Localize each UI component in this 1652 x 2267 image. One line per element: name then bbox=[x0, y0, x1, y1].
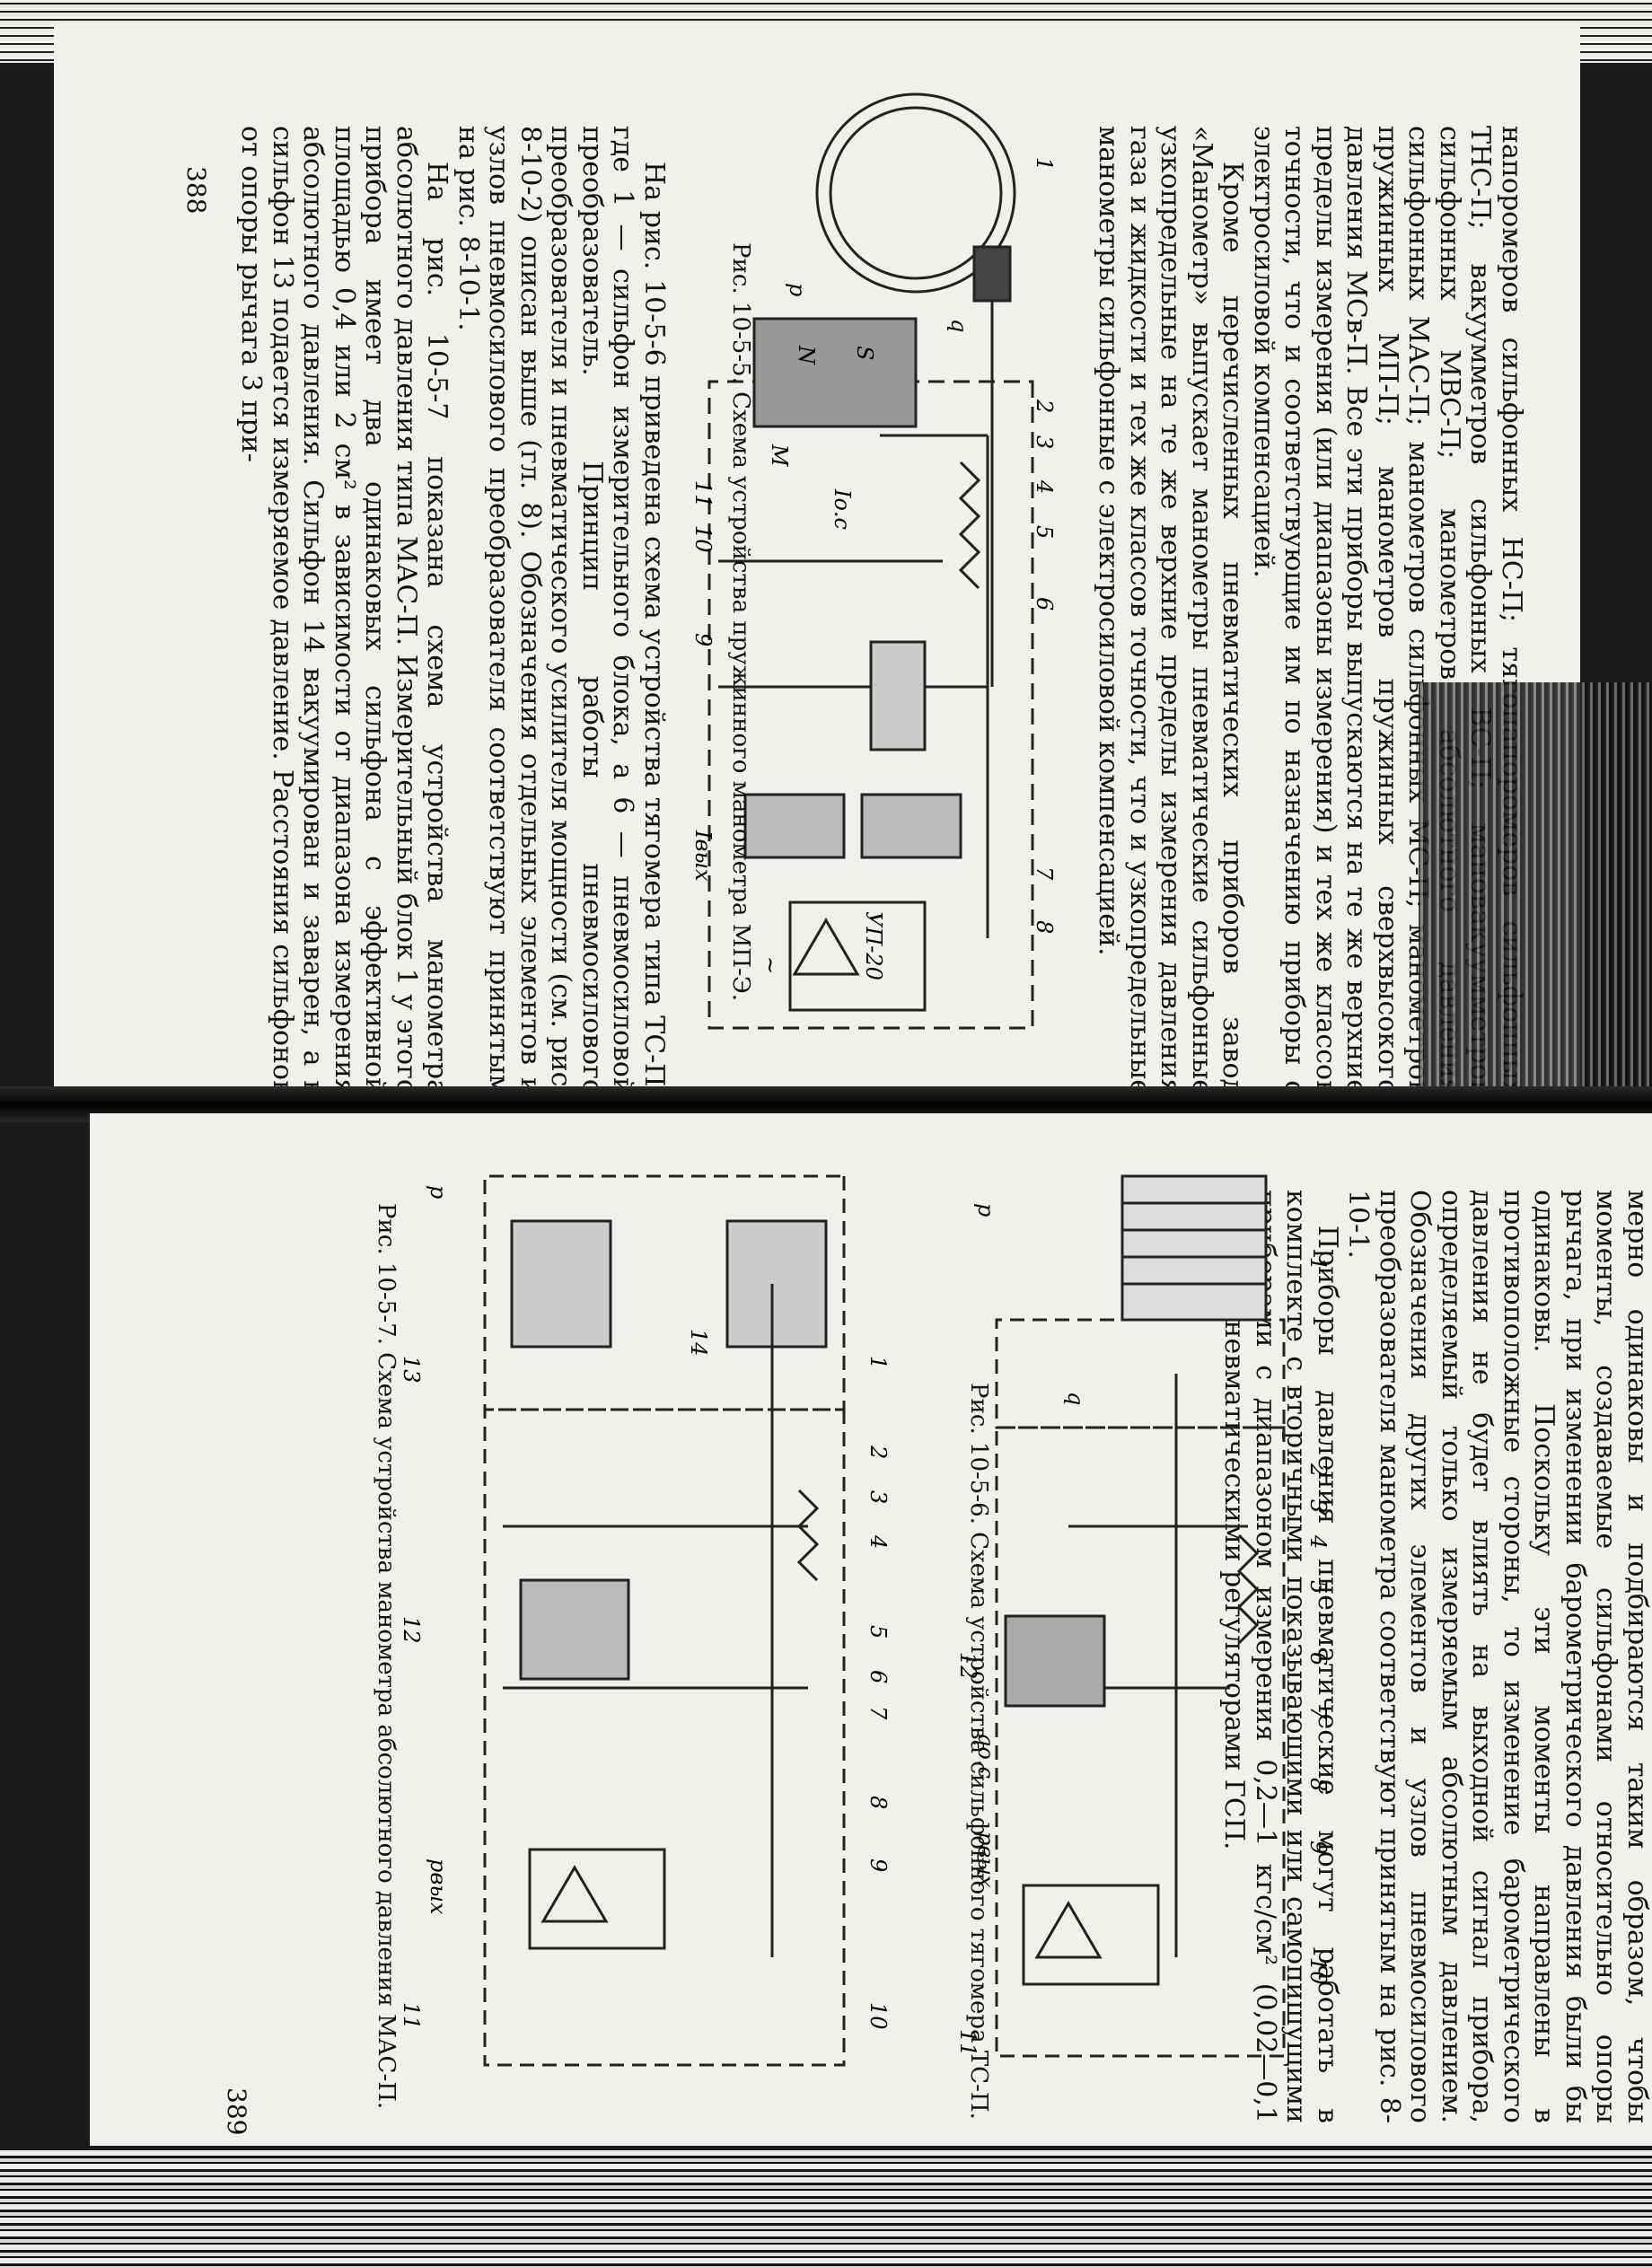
figure-diagram-mas-p: 1 2 3 4 5 6 7 8 9 10 11 12 13 14 p pвых bbox=[399, 1174, 891, 2067]
figure-label: 7 bbox=[1305, 1706, 1331, 1720]
page-389: мерно одинаковы и подбираются таким обра… bbox=[90, 1113, 1652, 2146]
figure-label: 6 bbox=[1305, 1652, 1331, 1665]
paragraph: На рис. 10-5-6 приведена схема устройств… bbox=[453, 126, 670, 1095]
figure-label: pвых bbox=[973, 1832, 998, 1888]
figure-10-5-6: 1 2 3 4 5 6 7 8 9 10 11 12 p q qо.с pвых bbox=[952, 1149, 1338, 2101]
figure-label: 3 bbox=[866, 1490, 891, 1504]
figure-label: p bbox=[785, 283, 810, 296]
page-388: напоромеров сильфонных НС-П; тягонапором… bbox=[54, 22, 1580, 1095]
figure-caption: Рис. 10-5-6. Схема устройства сильфонног… bbox=[965, 1383, 992, 2120]
page-number: 389 bbox=[222, 2087, 251, 2136]
paragraph: На рис. 10-5-7 показана схема устройства… bbox=[235, 126, 453, 1095]
figure-label: 9 bbox=[866, 1858, 891, 1872]
figure-label: 6 bbox=[866, 1670, 891, 1683]
figure-label: p bbox=[973, 1203, 998, 1217]
figure-10-5-5: 1 2 3 4 5 6 7 8 9 10 11 p q M S N Iвых У… bbox=[682, 58, 1059, 1046]
figure-label: 10 bbox=[690, 525, 716, 553]
figure-label: p bbox=[426, 1185, 451, 1199]
figure-label: 8 bbox=[1032, 920, 1057, 934]
figure-label: 13 bbox=[399, 1356, 424, 1384]
figure-label: 1 bbox=[1032, 157, 1057, 171]
figure-label: pвых bbox=[426, 1858, 451, 1915]
figure-label: 5 bbox=[1305, 1580, 1331, 1594]
figure-label: Iо.с bbox=[830, 488, 855, 530]
figure-diagram-mp-e: 1 2 3 4 5 6 7 8 9 10 11 p q M S N Iвых У… bbox=[690, 92, 1057, 1030]
figure-label: M bbox=[767, 444, 792, 468]
figure-label: 10 bbox=[866, 2002, 891, 2030]
figure-label: УП-20 bbox=[861, 911, 886, 980]
figure-caption: Рис. 10-5-5. Схема устройства пружинного… bbox=[727, 242, 754, 1002]
scan-bottom-edge bbox=[0, 2150, 1652, 2267]
figure-label: 1 bbox=[1305, 1257, 1331, 1270]
paragraph: мерно одинаковы и подбираются таким обра… bbox=[1342, 1190, 1652, 2123]
figure-label: 11 bbox=[690, 480, 716, 508]
figure-label: 4 bbox=[866, 1534, 891, 1549]
figure-label: 3 bbox=[1032, 435, 1057, 449]
figure-diagram-ts-p: 1 2 3 4 5 6 7 8 9 10 11 12 p q qо.с pвых bbox=[955, 1174, 1331, 2058]
figure-label: 8 bbox=[1305, 1778, 1331, 1791]
figure-label: 1 bbox=[866, 1356, 891, 1369]
figure-label: S bbox=[852, 346, 877, 360]
figure-label: 2 bbox=[866, 1445, 891, 1459]
scan-edge-noise bbox=[1419, 682, 1652, 1104]
page-number: 388 bbox=[181, 166, 211, 215]
figure-label: 4 bbox=[1032, 479, 1057, 494]
figure-label: 4 bbox=[1305, 1534, 1331, 1549]
paragraph: Кроме перечисленных пневматических прибо… bbox=[1093, 126, 1249, 1095]
figure-label: ~ bbox=[758, 956, 783, 974]
figure-label: N bbox=[794, 345, 819, 365]
figure-label: Iвых bbox=[690, 830, 716, 882]
figure-label: 11 bbox=[955, 2029, 980, 2057]
figure-label: 7 bbox=[866, 1706, 891, 1720]
figure-label: 2 bbox=[1305, 1463, 1331, 1477]
figure-label: 7 bbox=[1032, 866, 1057, 881]
figure-label: 6 bbox=[1032, 597, 1057, 611]
figure-label: 8 bbox=[866, 1796, 891, 1809]
figure-label: 12 bbox=[955, 1652, 980, 1680]
figure-label: 5 bbox=[866, 1625, 891, 1639]
figure-label: 5 bbox=[1032, 525, 1057, 539]
figure-label: 2 bbox=[1032, 399, 1057, 413]
figure-label: 12 bbox=[399, 1616, 424, 1644]
figure-label: qо.с bbox=[973, 1733, 998, 1779]
figure-label: 14 bbox=[686, 1329, 711, 1357]
figure-10-5-7: 1 2 3 4 5 6 7 8 9 10 11 12 13 14 p pвых bbox=[395, 1149, 898, 2101]
figure-label: 10 bbox=[1305, 1957, 1331, 1985]
figure-label: 9 bbox=[1305, 1841, 1331, 1854]
figure-label: 3 bbox=[1305, 1499, 1331, 1513]
figure-caption: Рис. 10-5-7. Схема устройства манометра … bbox=[373, 1203, 400, 2110]
text-block-bottom-388: На рис. 10-5-6 приведена схема устройств… bbox=[235, 126, 671, 1095]
figure-label: 9 bbox=[690, 633, 716, 646]
figure-label: q bbox=[1063, 1392, 1088, 1405]
figure-label: q bbox=[946, 319, 971, 332]
figure-label: 11 bbox=[399, 2002, 424, 2030]
